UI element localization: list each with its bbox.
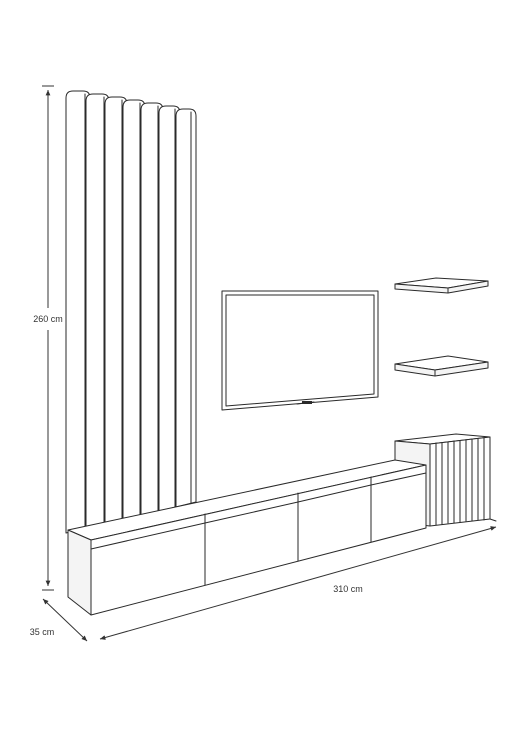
slatted-door xyxy=(435,437,485,526)
height-label: 260 cm xyxy=(33,314,63,324)
slat xyxy=(140,102,164,516)
slat xyxy=(158,105,181,512)
television xyxy=(221,290,379,411)
tv-stand xyxy=(302,401,312,404)
depth-label: 35 cm xyxy=(30,627,55,637)
slat xyxy=(175,108,197,508)
depth-dimension: 35 cm xyxy=(30,598,88,642)
width-label: 310 cm xyxy=(333,584,363,594)
slat-wall-panel xyxy=(65,90,197,534)
width-dimension: 310 cm xyxy=(99,526,497,640)
wall-shelf-lower xyxy=(394,355,489,377)
wall-shelf-upper xyxy=(394,277,489,294)
height-dimension: 260 cm xyxy=(30,85,66,591)
